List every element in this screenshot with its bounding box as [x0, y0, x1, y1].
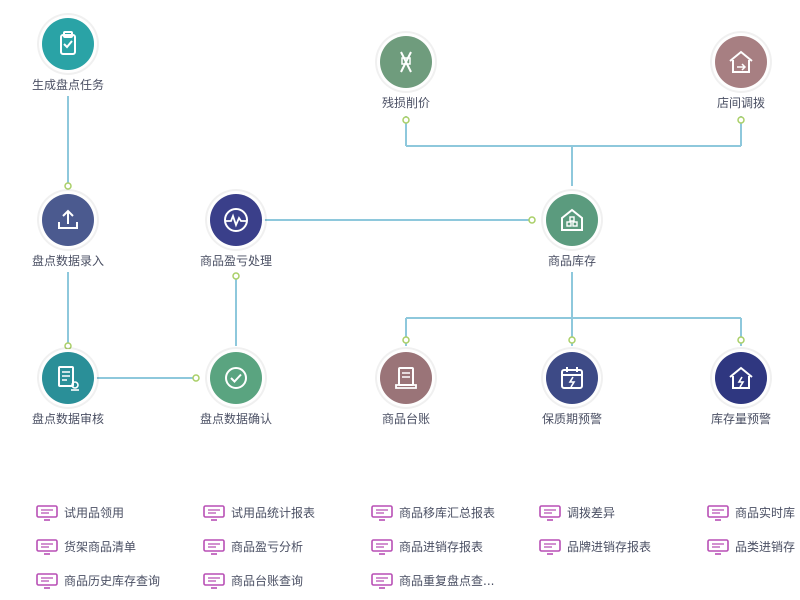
node-shelf[interactable]: 保质期预警: [507, 352, 637, 427]
monitor-icon: [371, 572, 393, 589]
edge-joints: [64, 116, 745, 382]
quick-link-label: 商品重复盘点查...: [399, 574, 495, 588]
quick-link-label: 商品实时库: [735, 506, 796, 520]
quick-links-panel: 试用品领用 试用品统计报表 商品移库汇总报表 调拨差异 商品实时库货架商品清单 商品盈亏分…: [0, 496, 800, 600]
quick-link[interactable]: 调拨差异: [539, 504, 615, 521]
edge-joint: [528, 216, 536, 224]
quick-link[interactable]: 品类进销存: [707, 538, 795, 555]
monitor-icon: [203, 504, 225, 521]
quick-link-label: 试用品领用: [64, 506, 125, 520]
quick-link[interactable]: 品牌进销存报表: [539, 538, 651, 555]
node-audit[interactable]: 盘点数据审核: [3, 352, 133, 427]
edge-joint: [192, 374, 200, 382]
warehouse-icon: [546, 194, 598, 246]
quick-link[interactable]: 商品移库汇总报表: [371, 504, 495, 521]
monitor-icon: [203, 572, 225, 589]
edge-joint: [64, 182, 72, 190]
node-label: 店间调拨: [716, 96, 765, 110]
quick-link[interactable]: 商品台账查询: [203, 572, 303, 589]
node-ledger[interactable]: 商品台账: [341, 352, 471, 427]
edge-joint: [64, 342, 72, 350]
quick-link[interactable]: 商品进销存报表: [371, 538, 483, 555]
edge-joint: [568, 336, 576, 344]
monitor-icon: [36, 538, 58, 555]
node-label: 保质期预警: [541, 412, 602, 426]
node-label: 商品台账: [381, 412, 430, 426]
ledger-icon: [380, 352, 432, 404]
node-label: 商品库存: [547, 254, 596, 268]
quick-link[interactable]: 商品盈亏分析: [203, 538, 303, 555]
node-label: 残损削价: [381, 96, 430, 110]
node-profit[interactable]: 商品盈亏处理: [171, 194, 301, 269]
monitor-icon: [36, 504, 58, 521]
quick-link[interactable]: 商品实时库: [707, 504, 795, 521]
node-transfer[interactable]: 店间调拨: [676, 36, 800, 111]
quick-link-label: 商品台账查询: [231, 574, 304, 588]
node-label: 商品盈亏处理: [199, 254, 272, 268]
quick-link-label: 商品历史库存查询: [64, 574, 161, 588]
monitor-icon: [707, 504, 729, 521]
pulse-icon: [210, 194, 262, 246]
edge-joint: [402, 116, 410, 124]
node-gen[interactable]: 生成盘点任务: [3, 18, 133, 93]
quick-link[interactable]: 试用品统计报表: [203, 504, 315, 521]
edge-joint: [402, 336, 410, 344]
quick-link[interactable]: 试用品领用: [36, 504, 124, 521]
node-label: 盘点数据审核: [31, 412, 104, 426]
node-damage[interactable]: 残损削价: [341, 36, 471, 111]
node-entry[interactable]: 盘点数据录入: [3, 194, 133, 269]
flow-diagram: [64, 96, 745, 382]
quick-link-label: 试用品统计报表: [231, 506, 316, 520]
quick-link[interactable]: 货架商品清单: [36, 538, 136, 555]
monitor-icon: [539, 538, 561, 555]
quick-link[interactable]: 商品历史库存查询: [36, 572, 160, 589]
edge-joint: [737, 336, 745, 344]
quick-link-label: 品类进销存: [735, 540, 796, 554]
quick-link[interactable]: 商品重复盘点查...: [371, 572, 494, 589]
calendar-alert-icon: [546, 352, 598, 404]
upload-icon: [42, 194, 94, 246]
price-cut-icon: [380, 36, 432, 88]
monitor-icon: [539, 504, 561, 521]
monitor-icon: [371, 538, 393, 555]
check-circle-icon: [210, 352, 262, 404]
monitor-icon: [36, 572, 58, 589]
house-alert-icon: [715, 352, 767, 404]
edge-joint: [737, 116, 745, 124]
quick-link-label: 商品进销存报表: [399, 540, 484, 554]
node-label: 生成盘点任务: [31, 78, 104, 92]
edge-joint: [232, 272, 240, 280]
quick-link-label: 商品移库汇总报表: [399, 506, 496, 520]
quick-link-label: 调拨差异: [567, 506, 616, 520]
monitor-icon: [203, 538, 225, 555]
document-stamp-icon: [42, 352, 94, 404]
node-inventory[interactable]: 商品库存: [507, 194, 637, 269]
node-confirm[interactable]: 盘点数据确认: [171, 352, 301, 427]
quick-link-label: 商品盈亏分析: [231, 540, 304, 554]
flow-edges: [67, 96, 742, 379]
node-label: 盘点数据录入: [31, 254, 104, 268]
store-transfer-icon: [715, 36, 767, 88]
node-label: 盘点数据确认: [199, 412, 272, 426]
quick-link-label: 品牌进销存报表: [567, 540, 652, 554]
node-stockwarn[interactable]: 库存量预警: [676, 352, 800, 427]
quick-link-label: 货架商品清单: [64, 540, 137, 554]
monitor-icon: [371, 504, 393, 521]
clipboard-check-icon: [42, 18, 94, 70]
node-label: 库存量预警: [710, 412, 771, 426]
monitor-icon: [707, 538, 729, 555]
